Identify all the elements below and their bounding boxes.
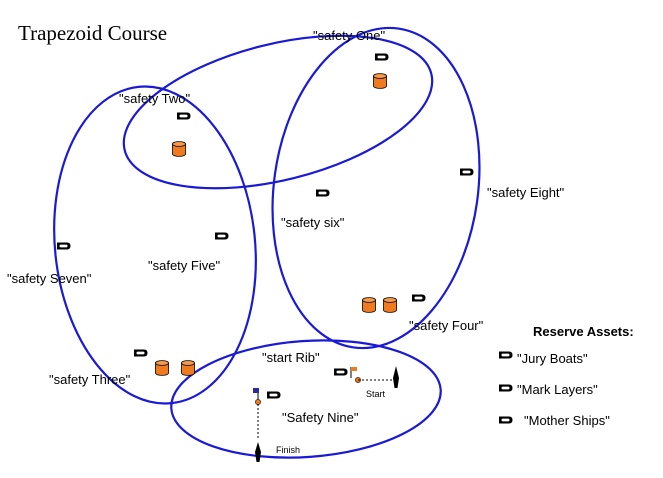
boat-icon	[215, 232, 229, 240]
boat-icon	[334, 368, 348, 376]
start-pin-icon	[393, 366, 399, 388]
label-start-rib: "start Rib"	[262, 350, 320, 365]
boat-icon	[375, 53, 389, 61]
page-title: Trapezoid Course	[18, 21, 167, 45]
mark-buoy-icon	[373, 73, 387, 89]
label-safety-nine: "Safety Nine"	[282, 410, 359, 425]
label-safety-eight: "safety Eight"	[487, 185, 565, 200]
label-start: Start	[366, 389, 386, 399]
finish-pin-icon	[255, 442, 261, 462]
flag-icon	[350, 367, 357, 378]
flag-icon	[253, 388, 259, 400]
reserve-item-mother-ships: "Mother Ships"	[524, 413, 610, 428]
zone-right-ellipse	[271, 26, 481, 350]
reserve-item-jury-boats: "Jury Boats"	[517, 351, 588, 366]
mark-buoy-icon	[383, 297, 397, 313]
zone-left-ellipse	[53, 85, 257, 405]
boat-icon	[499, 384, 513, 392]
zone-bottom-ellipse	[170, 339, 442, 459]
boat-icon	[499, 416, 513, 424]
boat-icon	[177, 112, 191, 120]
boat-icon	[134, 349, 148, 357]
label-safety-six: "safety six"	[281, 215, 345, 230]
label-safety-four: "safety Four"	[409, 318, 484, 333]
finish-mark	[255, 399, 261, 405]
label-safety-five: "safety Five"	[148, 258, 220, 273]
mark-buoy-icon	[181, 360, 195, 376]
zone-top-ellipse	[122, 34, 434, 190]
label-safety-two: "safety Two"	[119, 91, 191, 106]
mark-buoy-icon	[155, 360, 169, 376]
label-safety-one: "safety One"	[313, 28, 385, 43]
boat-icon	[499, 351, 513, 359]
boat-icon	[412, 294, 426, 302]
reserve-item-mark-layers: "Mark Layers"	[517, 382, 598, 397]
boat-icon	[460, 168, 474, 176]
label-safety-three: "safety Three"	[49, 372, 131, 387]
boat-icon	[267, 391, 281, 399]
label-finish: Finish	[276, 445, 300, 455]
boat-icon	[57, 242, 71, 250]
reserve-heading: Reserve Assets:	[533, 324, 634, 339]
label-safety-seven: "safety Seven"	[7, 271, 92, 286]
mark-buoy-icon	[362, 297, 376, 313]
mark-buoy-icon	[172, 141, 186, 157]
boat-icon	[316, 189, 330, 197]
